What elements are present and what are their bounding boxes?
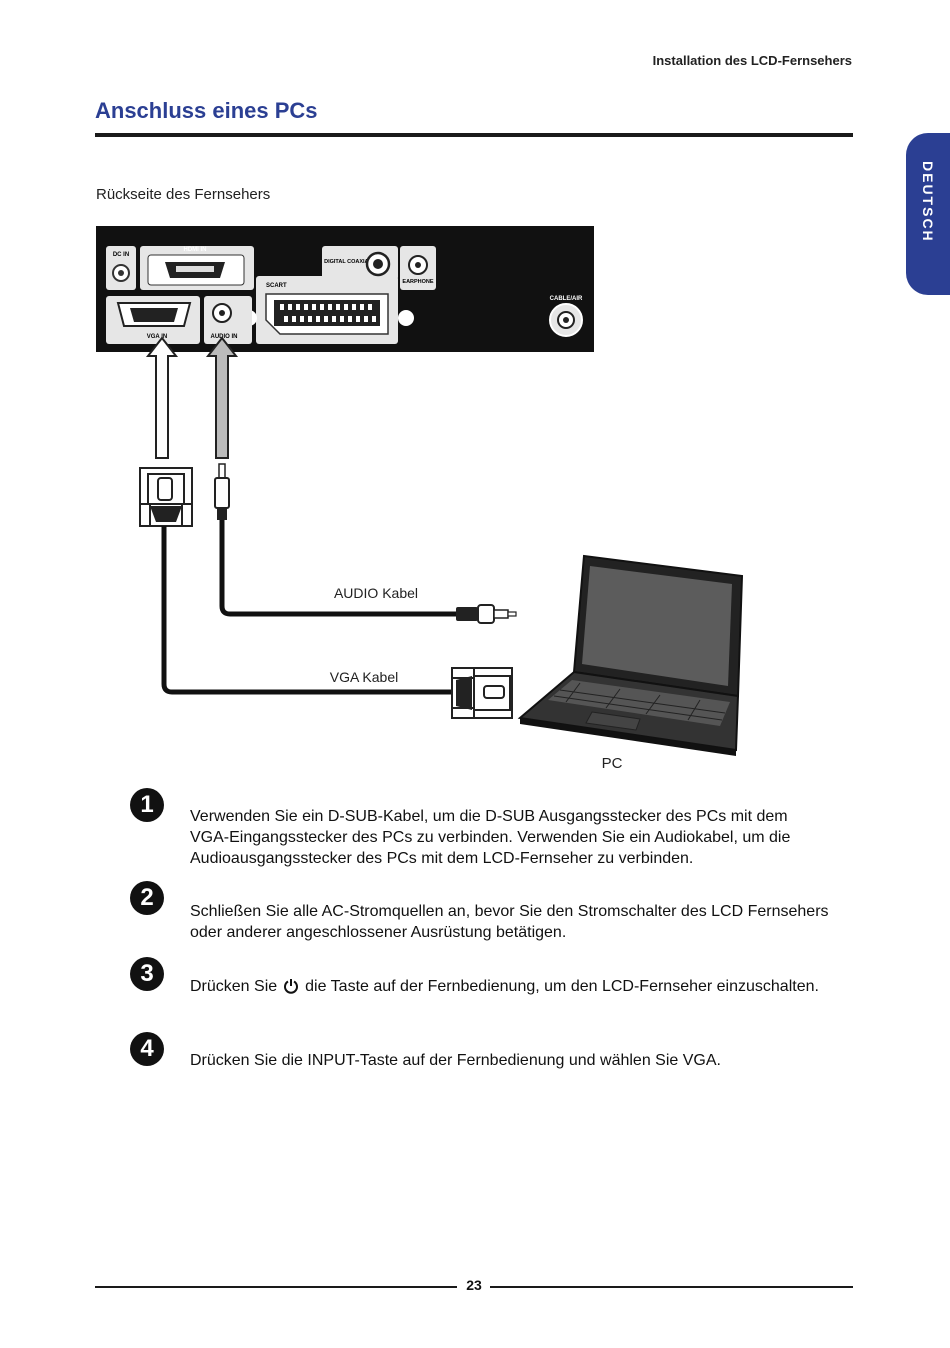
audio-cable-label: AUDIO Kabel: [334, 585, 418, 601]
footer-rule-left: [95, 1286, 457, 1288]
audio-in-port: AUDIO IN: [204, 296, 252, 344]
page-title: Anschluss eines PCs: [95, 98, 318, 123]
vga-arrow: [145, 336, 179, 459]
step-3-text: Drücken Sie die Taste auf der Fernbedienu…: [190, 976, 830, 997]
digital-coaxial-label: DIGITAL COAXIAL: [324, 259, 372, 265]
power-icon: [284, 979, 299, 994]
step-2-badge: 2: [130, 881, 164, 915]
audio-cable: [219, 520, 456, 617]
step-4-text: Drücken Sie die INPUT-Taste auf der Fern…: [190, 1050, 830, 1071]
step-3-text-part2: die Taste auf der Fernbedienung, um den …: [305, 978, 819, 995]
dc-in-port: DC IN: [106, 246, 136, 290]
digital-coaxial-port: DIGITAL COAXIAL: [322, 246, 398, 280]
cable-air-port: CABLE/AIR: [549, 296, 583, 337]
diagram-caption: Rückseite des Fernsehers: [96, 186, 271, 203]
step-2-text-part1: Schließen Sie alle AC-Stromquellen an, b…: [190, 903, 829, 941]
vga-cable-label: VGA Kabel: [330, 669, 399, 685]
laptop-illustration: [517, 554, 744, 756]
cable-air-label: CABLE/AIR: [550, 296, 583, 302]
tv-back-panel: DC IN HDMI IN SCART D: [96, 226, 594, 352]
scart-label: SCART: [266, 283, 287, 289]
vga-plug-pc: [451, 667, 513, 719]
vga-in-label: VGA IN: [147, 334, 167, 340]
running-header: Installation des LCD-Fernsehers: [652, 53, 852, 68]
step-2-text: Schließen Sie alle AC-Stromquellen an, b…: [190, 901, 830, 943]
step-1-text: Verwenden Sie ein D-SUB-Kabel, um die D-…: [190, 806, 830, 869]
audio-arrow: [205, 336, 239, 459]
step-3-text-part1: Drücken Sie: [190, 978, 278, 995]
audio-in-label: AUDIO IN: [211, 334, 238, 340]
hdmi-in-port: HDMI IN: [140, 246, 254, 290]
footer-rule-right: [490, 1286, 853, 1288]
language-tab: DEUTSCH: [906, 133, 950, 295]
dc-in-label: DC IN: [113, 252, 129, 258]
step-1-text-part1: Verwenden Sie ein D-SUB-Kabel, um die D-…: [190, 808, 791, 867]
step-4-text-part1: Drücken Sie die INPUT-Taste auf der Fern…: [190, 1052, 721, 1069]
step-3-badge: 3: [130, 957, 164, 991]
step-1-badge: 1: [130, 788, 164, 822]
language-tab-label: DEUTSCH: [920, 161, 936, 243]
audio-plug-tv: [214, 463, 230, 520]
earphone-label: EARPHONE: [402, 279, 434, 285]
pc-label: PC: [602, 755, 623, 772]
vga-cable: [161, 526, 454, 695]
vga-in-port: VGA IN: [106, 296, 200, 344]
page-number: 23: [466, 1277, 482, 1293]
scart-port: SCART: [241, 276, 414, 344]
audio-plug-pc: [456, 604, 517, 624]
step-4-badge: 4: [130, 1032, 164, 1066]
title-rule: [95, 133, 853, 137]
hdmi-in-label: HDMI IN: [184, 247, 207, 253]
connection-diagram: DC IN HDMI IN SCART D: [96, 226, 744, 772]
vga-plug-tv: [139, 467, 193, 527]
earphone-port: EARPHONE: [400, 246, 436, 290]
